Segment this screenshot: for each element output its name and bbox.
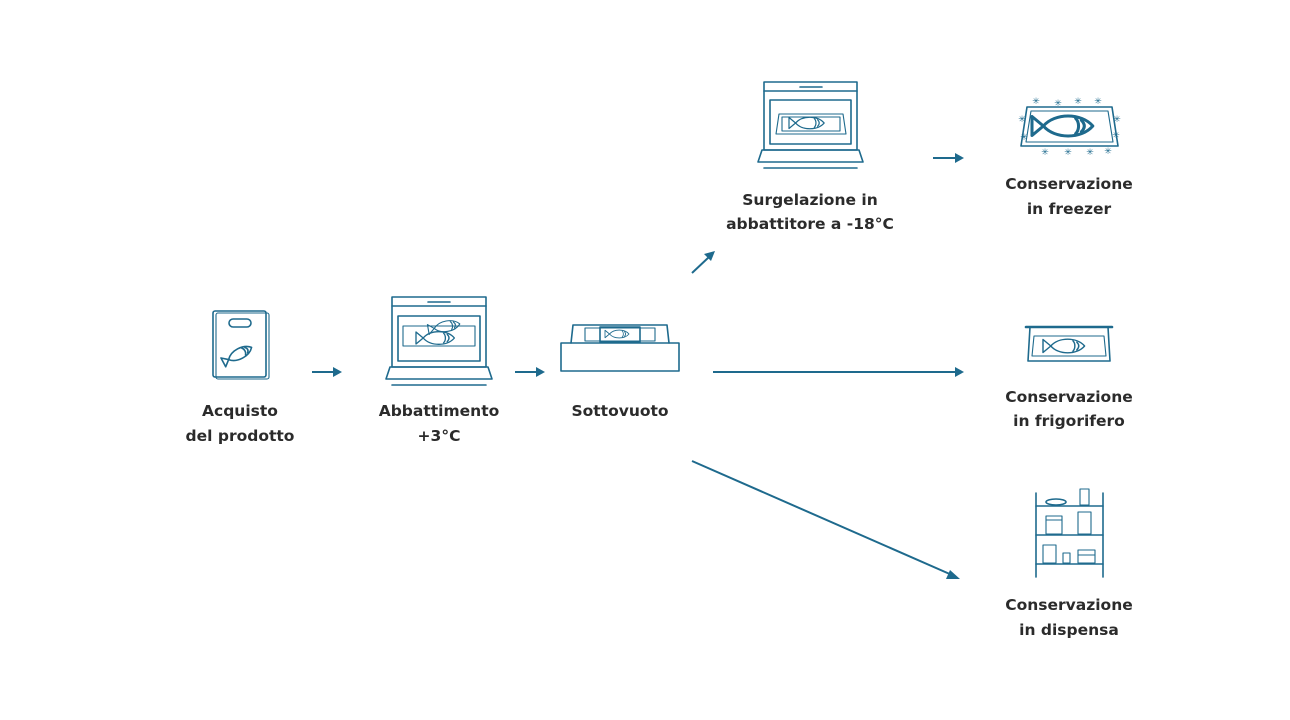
pantry-shelf-icon [1035, 488, 1104, 578]
svg-text:✳: ✳ [1113, 115, 1121, 125]
label-abbattimento-line1: Abbattimento [379, 402, 500, 420]
blast-chiller-icon [385, 296, 493, 386]
label-dispensa-line2: in dispensa [1019, 621, 1119, 639]
label-sottovuoto: Sottovuoto [571, 402, 668, 420]
svg-text:✳: ✳ [1074, 97, 1082, 107]
label-freezer-line1: Conservazione [1005, 175, 1133, 193]
label-frigorifero-line2: in frigorifero [1013, 412, 1125, 430]
frozen-fish-icon [1020, 106, 1119, 147]
svg-text:✳: ✳ [1064, 148, 1072, 158]
svg-text:✳: ✳ [1032, 97, 1040, 107]
blast-chiller-fish-icon [757, 81, 864, 169]
arrow-sottovuoto-dispensa [691, 460, 960, 579]
fish-tray-icon [1024, 325, 1114, 362]
label-acquisto-line1: Acquisto [202, 402, 278, 420]
label-abbattimento-line2: +3°C [418, 427, 461, 445]
label-surgelazione-line2: abbattitore a -18°C [726, 215, 894, 233]
svg-text:✳: ✳ [1112, 131, 1120, 141]
arrow-acquisto-abbattimento [312, 367, 342, 377]
label-frigorifero-line1: Conservazione [1005, 388, 1133, 406]
arrow-sottovuoto-surgelazione [691, 251, 715, 274]
svg-text:✳: ✳ [1104, 147, 1112, 157]
frost-stars-icon: ✳ ✳ ✳ ✳ ✳ ✳ ✳ ✳ ✳ ✳ ✳ ✳ [1018, 97, 1121, 158]
label-dispensa-line1: Conservazione [1005, 596, 1133, 614]
vacuum-drawer-icon [560, 324, 680, 372]
fish-bag-icon [212, 310, 270, 380]
arrow-sottovuoto-frigorifero [713, 367, 964, 377]
svg-text:✳: ✳ [1018, 115, 1026, 125]
svg-text:✳: ✳ [1054, 99, 1062, 109]
svg-text:✳: ✳ [1041, 148, 1049, 158]
label-freezer-line2: in freezer [1027, 200, 1112, 218]
svg-text:✳: ✳ [1094, 97, 1102, 107]
svg-text:✳: ✳ [1086, 148, 1094, 158]
label-acquisto-line2: del prodotto [186, 427, 295, 445]
arrow-abbattimento-sottovuoto [515, 367, 545, 377]
svg-text:✳: ✳ [1020, 133, 1028, 143]
label-surgelazione-line1: Surgelazione in [742, 191, 878, 209]
arrow-surgelazione-freezer [933, 153, 964, 163]
